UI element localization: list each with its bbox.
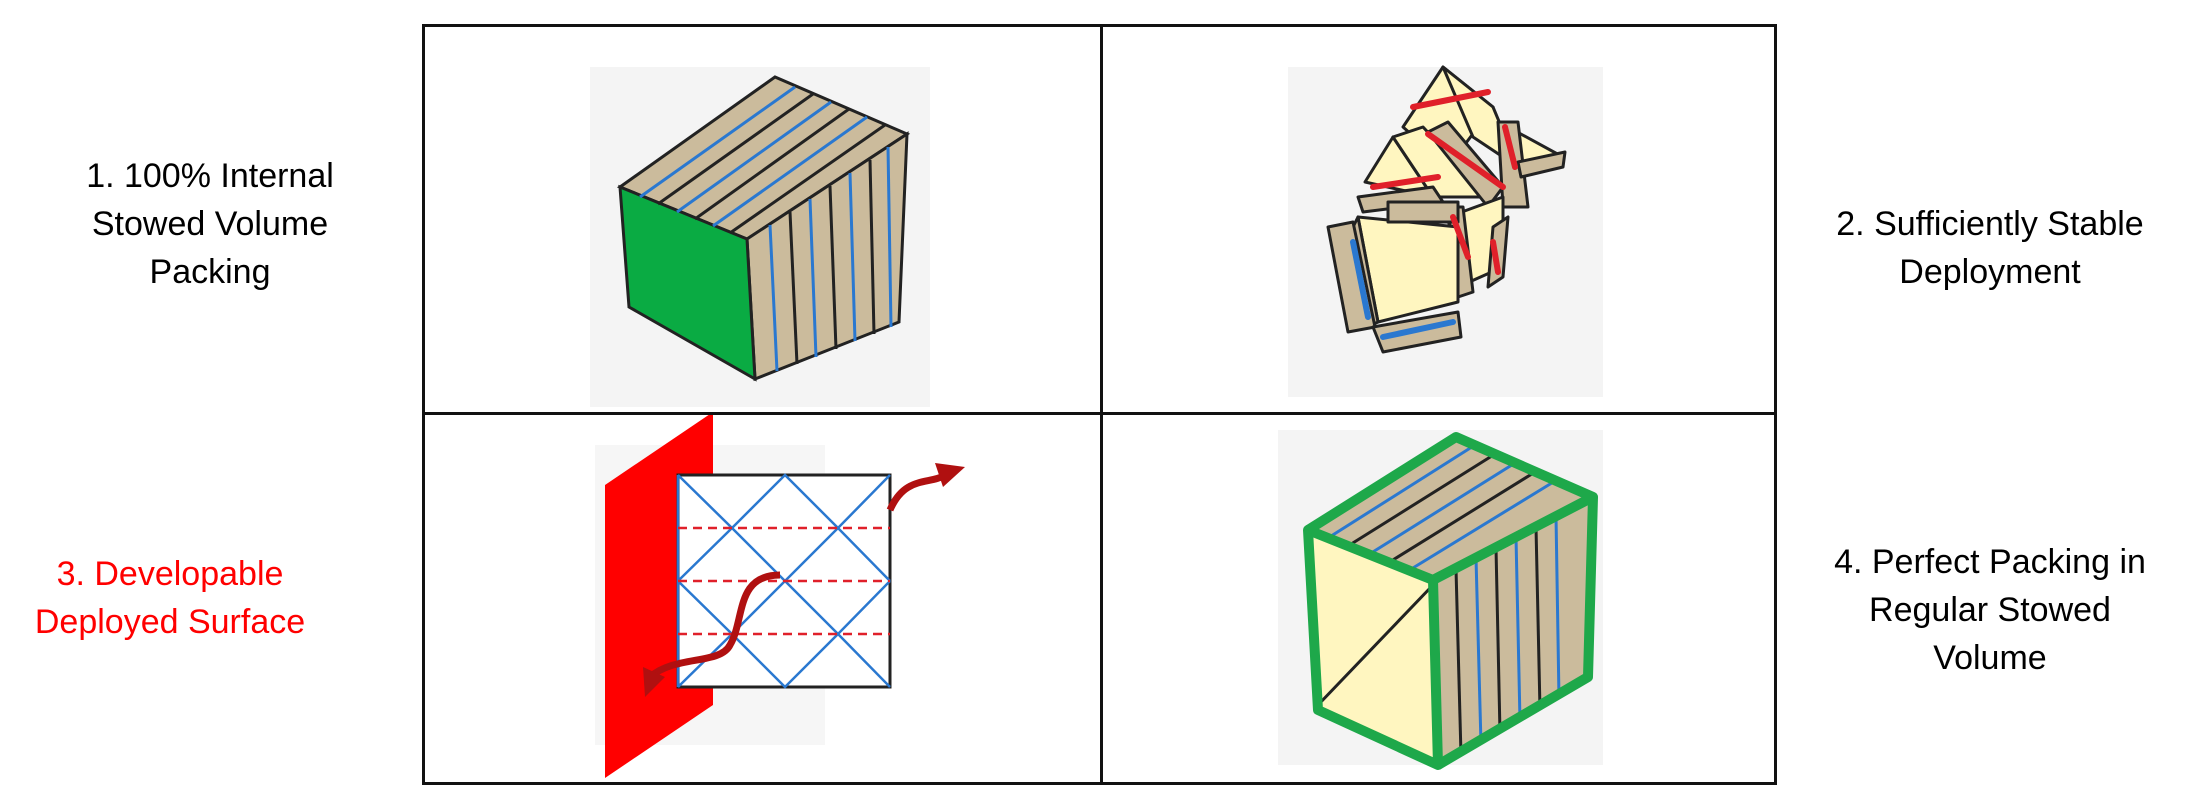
label-line: Deployed Surface xyxy=(34,603,306,641)
label-line: Volume xyxy=(1933,639,2047,677)
label-line: 2. Sufficiently Stable xyxy=(1836,205,2144,243)
grid-divider-horizontal xyxy=(425,412,1774,415)
cell-developable-surface xyxy=(425,415,1100,782)
label-internal-stowed-volume: 1. 100% Internal Stowed Volume Packing xyxy=(40,152,380,296)
label-stable-deployment: 2. Sufficiently Stable Deployment xyxy=(1790,200,2190,296)
label-line: Packing xyxy=(149,253,271,291)
framed-stowed-block-icon xyxy=(1278,430,1603,770)
label-line: Stowed Volume xyxy=(91,205,329,243)
figure-grid xyxy=(422,24,1777,785)
cell-stowed-block xyxy=(425,27,1100,412)
label-line: 1. 100% Internal xyxy=(86,157,334,195)
cell-stable-deployment xyxy=(1103,27,1773,412)
label-line: Deployment xyxy=(1899,253,2081,291)
label-line: Regular Stowed xyxy=(1869,591,2111,629)
stowed-block-icon xyxy=(590,67,930,407)
label-developable-surface: 3. Developable Deployed Surface xyxy=(0,550,340,646)
crease-pattern-with-plane-icon xyxy=(595,415,965,778)
grid-divider-vertical xyxy=(1100,27,1103,782)
label-line: 4. Perfect Packing in xyxy=(1834,543,2146,581)
partially-deployed-folds-icon xyxy=(1288,65,1603,397)
label-perfect-packing: 4. Perfect Packing in Regular Stowed Vol… xyxy=(1790,538,2190,682)
cell-perfect-packing xyxy=(1103,415,1773,782)
label-line: 3. Developable xyxy=(56,555,284,593)
